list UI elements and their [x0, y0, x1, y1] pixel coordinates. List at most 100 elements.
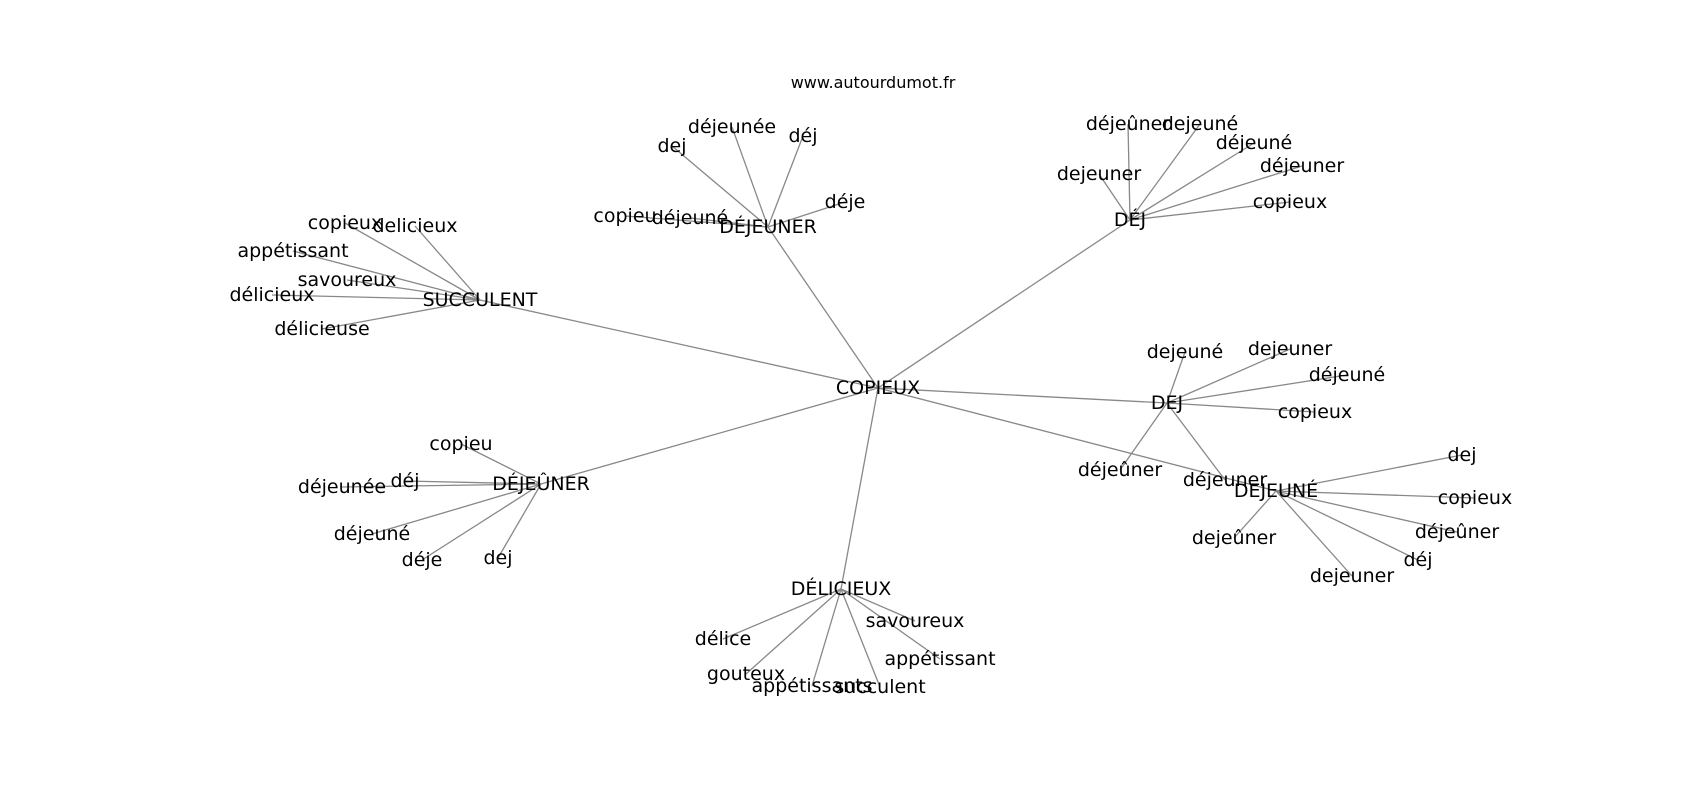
root-node-label: COPIEUX	[836, 377, 920, 399]
edge-dejeune-dej	[1275, 490, 1419, 561]
edge-dej-dejeuner	[1127, 123, 1131, 221]
leaf-node-label: appétissant	[237, 240, 348, 262]
leaf-node-label: déje	[825, 191, 866, 213]
edge-root-delicieux	[840, 387, 879, 590]
edge-dej-dejeune	[1166, 351, 1186, 404]
leaf-node-label: dej	[657, 135, 686, 157]
leaf-node-label: copieux	[1278, 401, 1352, 423]
hub-node-label: DÉLICIEUX	[791, 577, 892, 600]
leaf-node-label: succulent	[834, 676, 925, 698]
leaf-node-label: déj	[1403, 549, 1432, 571]
edge-dejeune-dejeuner	[1233, 490, 1277, 539]
leaf-node-label: copieu	[429, 433, 492, 455]
leaf-node-label: délicieuse	[274, 318, 369, 340]
edge-root-succulent	[479, 299, 879, 389]
leaf-node-label: dejeuné	[1147, 341, 1224, 363]
edge-dejeune-dejeuner	[1275, 490, 1353, 577]
edge-root-dej	[877, 219, 1131, 389]
edge-dejeune-dej	[1275, 454, 1463, 492]
edge-dejeuner-dejeunee	[341, 483, 542, 488]
leaf-node-label: déjeuné	[652, 207, 729, 229]
edge-delicieux-gouteux	[745, 588, 842, 675]
edge-succulent-copieux	[344, 222, 481, 301]
hub-node-label: SUCCULENT	[423, 289, 538, 311]
leaf-node-label: copieux	[308, 212, 382, 234]
edge-dejeuner-deje	[421, 483, 542, 561]
edge-delicieux-delice	[722, 588, 842, 640]
edge-dejeuner-deje	[767, 201, 846, 228]
source-label: www.autourdumot.fr	[791, 73, 956, 92]
leaf-node-label: copieux	[1438, 487, 1512, 509]
edge-dejeuner-dejeune	[689, 217, 769, 228]
edge-root-dejeune	[877, 387, 1277, 492]
edge-root-dejeuner	[540, 387, 879, 485]
leaf-node-label: copieu	[593, 205, 656, 227]
leaf-node-label: déjeuné	[1216, 132, 1293, 154]
leaf-node-label: déj	[788, 125, 817, 147]
edge-delicieux-succulent	[840, 588, 881, 688]
hub-node-label: DEJ	[1151, 392, 1183, 414]
edge-dej-dejeuner	[1119, 402, 1168, 471]
leaf-node-label: savoureux	[866, 610, 965, 632]
hub-node-label: DÉJ	[1114, 208, 1146, 231]
leaf-node-label: savoureux	[298, 269, 397, 291]
edge-dejeuner-dej	[497, 483, 542, 559]
leaf-node-label: dej	[1447, 444, 1476, 466]
leaf-node-label: dej	[483, 547, 512, 569]
leaf-node-label: déjeunée	[298, 476, 386, 498]
leaf-node-label: dejeuner	[1057, 163, 1141, 185]
edge-succulent-delicieux	[271, 294, 481, 301]
leaf-node-label: delicieux	[372, 215, 457, 237]
graph-edges	[271, 123, 1476, 688]
leaf-node-label: déjeûner	[1415, 521, 1499, 543]
edge-dejeuner-dej	[767, 135, 804, 228]
edge-succulent-appetissant	[292, 250, 481, 301]
edge-dejeuner-dejeunee	[731, 126, 769, 228]
edge-dej-dejeuner	[1129, 165, 1303, 221]
leaf-node-label: déjeuner	[1183, 469, 1267, 491]
edge-dej-dejeune	[1129, 142, 1255, 221]
edge-dej-dejeune	[1129, 123, 1201, 221]
leaf-node-label: déj	[390, 470, 419, 492]
edge-dej-dejeuner	[1166, 402, 1226, 481]
leaf-node-label: déje	[402, 549, 443, 571]
edge-dejeune-copieux	[1275, 490, 1476, 499]
edge-root-dejeuner	[767, 226, 879, 389]
edge-dej-dejeuner	[1098, 173, 1131, 221]
leaf-node-label: gouteux	[707, 663, 785, 685]
leaf-node-label: copieux	[1253, 191, 1327, 213]
leaf-node-label: déjeûner	[1078, 459, 1162, 481]
edge-root-dej	[877, 387, 1168, 404]
edge-dejeuner-copieu	[624, 215, 769, 228]
leaf-node-label: délice	[695, 628, 751, 650]
edge-delicieux-appetissant	[840, 588, 941, 660]
edge-delicieux-savoureux	[840, 588, 916, 622]
edge-dejeune-dejeuner	[1275, 490, 1458, 533]
leaf-node-label: appétissant	[884, 648, 995, 670]
edge-succulent-delicieuse	[321, 299, 481, 330]
leaf-node-label: dejeuné	[1162, 113, 1239, 135]
leaf-node-label: délicieux	[229, 284, 314, 306]
edge-succulent-delicieux	[414, 225, 481, 301]
edge-dej-dejeune	[1166, 374, 1348, 404]
leaf-node-label: déjeuné	[1309, 364, 1386, 386]
leaf-node-label: dejeuner	[1310, 565, 1394, 587]
hub-node-label: DEJEUNÉ	[1234, 479, 1318, 502]
edge-succulent-savoureux	[346, 279, 481, 301]
hub-node-label: DÉJEUNER	[719, 215, 817, 238]
leaf-node-label: déjeûner	[1086, 113, 1170, 135]
edge-dejeuner-dej	[404, 480, 542, 485]
edge-dejeuner-copieu	[460, 443, 542, 485]
edge-dejeuner-dej	[671, 145, 769, 228]
leaf-node-label: déjeuné	[334, 523, 411, 545]
edge-dej-dejeuner	[1166, 348, 1291, 404]
hub-node-label: DÉJEÛNER	[492, 471, 590, 495]
leaf-node-label: déjeunée	[688, 116, 776, 138]
edge-dej-copieux	[1166, 402, 1316, 413]
leaf-node-label: dejeuner	[1248, 338, 1332, 360]
leaf-node-label: appétissants	[751, 675, 872, 697]
edge-dejeuner-dejeune	[371, 483, 542, 535]
edge-dej-copieux	[1129, 201, 1291, 221]
